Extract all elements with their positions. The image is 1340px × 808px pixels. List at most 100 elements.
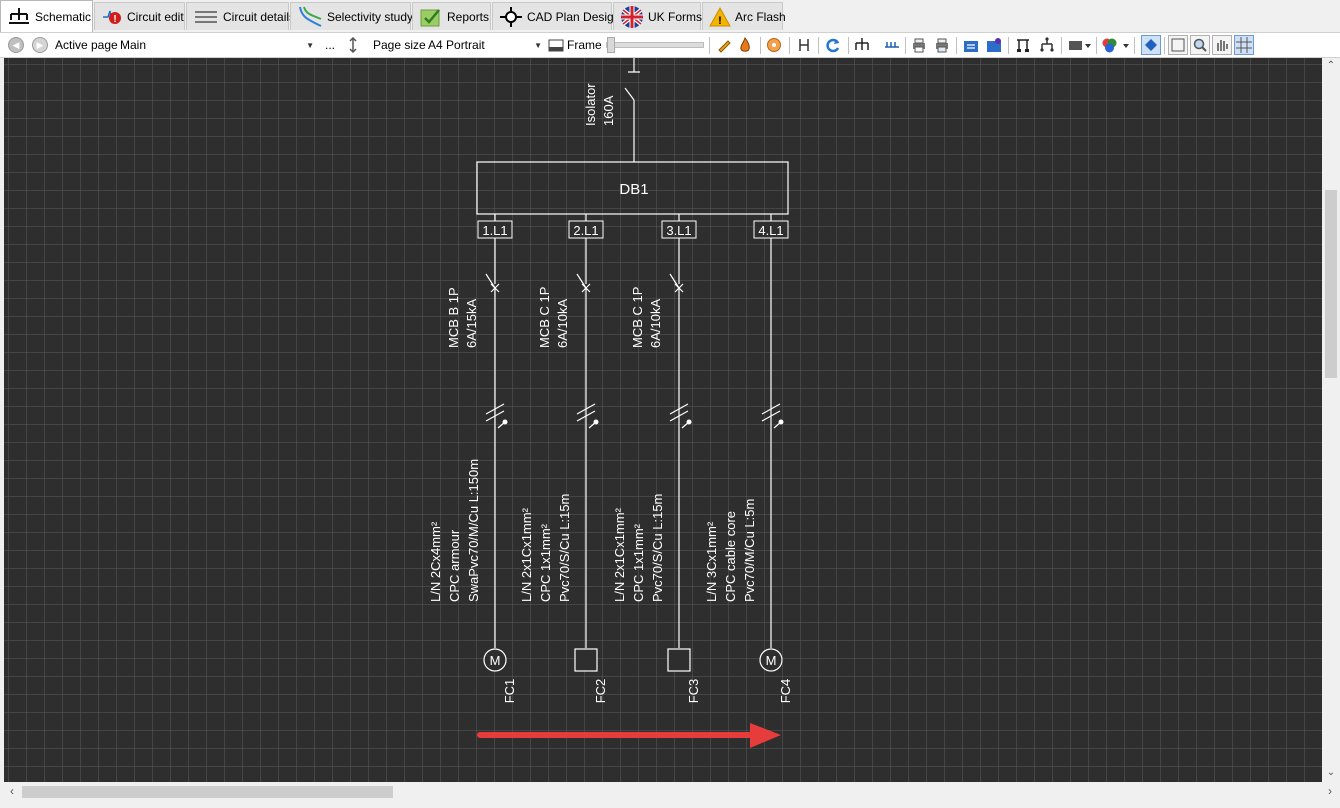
colors-icon[interactable]	[1101, 37, 1131, 53]
isolator-rating: 160A	[601, 95, 616, 126]
chevron-down-icon: ▼	[306, 40, 314, 50]
connect-icon[interactable]	[796, 37, 812, 53]
tab-label: CAD Plan Design	[527, 9, 621, 24]
toolbar-separator	[905, 37, 906, 54]
tab-label: Reports	[447, 9, 490, 24]
cad-plan-icon	[500, 6, 522, 27]
vertical-scrollbar[interactable]: ⌃ ⌄	[1322, 58, 1340, 782]
tab-bar: Schematic ! Circuit edit Circuit details…	[0, 0, 1340, 32]
toolbar-separator	[789, 37, 790, 54]
cable-line: L/N 2x1Cx1mm²	[519, 507, 534, 602]
board-name: DB1	[619, 181, 648, 198]
hierarchy-icon[interactable]	[1039, 37, 1055, 53]
tree-icon[interactable]	[854, 37, 870, 53]
tab-selectivity-study[interactable]: Selectivity study	[290, 2, 414, 30]
breaker-rating: 6A/10kA	[555, 299, 570, 348]
tab-cad-plan-design[interactable]: CAD Plan Design	[492, 2, 620, 30]
page-size-select[interactable]: A4 Portrait ▼	[424, 36, 546, 54]
cable-line: CPC 1x1mm²	[631, 523, 646, 602]
horizontal-scrollbar[interactable]: ‹ ›	[4, 782, 1340, 802]
tab-arc-flash[interactable]: ! Arc Flash	[702, 2, 786, 30]
zoom-icon[interactable]	[1190, 35, 1210, 55]
cable-line: CPC 1x1mm²	[538, 523, 553, 602]
frame-icon[interactable]	[548, 37, 564, 53]
toolbar-separator	[709, 37, 710, 54]
page-size-label: Page size	[373, 38, 426, 52]
grid-toggle-icon[interactable]	[1234, 35, 1254, 55]
chevron-right-icon[interactable]: ›	[1328, 784, 1332, 798]
active-page-select[interactable]: Main ▼	[116, 36, 318, 54]
toolbar-separator	[956, 37, 957, 54]
cable-line: CPC cable core	[723, 511, 738, 602]
cable-dot	[502, 419, 508, 425]
annotation-arrow	[477, 723, 781, 748]
motor-symbol	[483, 648, 507, 672]
palette-icon[interactable]	[766, 37, 782, 53]
chevron-up-icon[interactable]: ⌃	[1326, 60, 1336, 71]
fit-page-icon[interactable]	[1168, 35, 1188, 55]
tab-label: Selectivity study	[327, 9, 414, 24]
tab-uk-forms[interactable]: UK Forms	[613, 2, 702, 30]
scroll-thumb[interactable]	[22, 786, 393, 798]
toolbar-separator	[818, 37, 819, 54]
tab-circuit-details[interactable]: Circuit details	[186, 2, 295, 30]
label-dropdown-icon[interactable]	[1068, 37, 1092, 53]
move-page-icon[interactable]	[345, 37, 361, 53]
breaker-type: MCB C 1P	[537, 287, 552, 348]
cable-line: Pvc70/S/Cu L:15m	[650, 494, 665, 602]
breaker-contact	[669, 273, 680, 648]
cable-line: SwaPvc70/M/Cu L:150m	[466, 459, 481, 602]
slider-thumb[interactable]	[607, 37, 615, 53]
page-options-button[interactable]: ...	[325, 38, 336, 52]
scroll-thumb[interactable]	[1325, 190, 1337, 378]
isolator[interactable]	[624, 58, 640, 162]
fire-icon[interactable]	[737, 37, 753, 53]
toolbar: ◀ ▶ Active page Main ▼ ... Page size A4 …	[0, 32, 1340, 58]
layout-icon[interactable]	[1015, 37, 1031, 53]
tab-label: Circuit details	[223, 9, 296, 24]
print-preview-icon[interactable]	[934, 37, 950, 53]
toolbar-separator	[1164, 37, 1165, 54]
pan-hand-icon[interactable]	[1212, 35, 1232, 55]
export-dxf-icon[interactable]	[963, 37, 979, 53]
isolator-name: Isolator	[583, 83, 598, 126]
grid	[4, 58, 1322, 782]
tab-label: Arc Flash	[735, 9, 786, 24]
measure-icon[interactable]	[884, 37, 900, 53]
arrow-left-icon: ◀	[8, 37, 24, 53]
chevron-down-icon[interactable]: ⌄	[1326, 767, 1336, 778]
pencil-icon[interactable]	[716, 37, 732, 53]
tab-schematic[interactable]: Schematic	[0, 0, 93, 32]
load-id: FC3	[686, 679, 701, 704]
forward-button[interactable]: ▶	[32, 33, 48, 57]
cable-line: L/N 3Cx1mm²	[704, 521, 719, 602]
print-icon[interactable]	[911, 37, 927, 53]
toolbar-separator	[1061, 37, 1062, 54]
zoom-slider[interactable]	[606, 37, 704, 53]
import-dxf-icon[interactable]	[986, 37, 1002, 53]
tab-label: Circuit edit	[127, 9, 184, 24]
select-tool-icon[interactable]	[1141, 35, 1161, 55]
cable-line: CPC armour	[447, 529, 462, 602]
toolbar-separator	[1134, 37, 1135, 54]
circuit-details-icon	[195, 10, 217, 23]
distribution-board[interactable]	[476, 161, 789, 215]
refresh-icon[interactable]	[825, 37, 841, 53]
active-page-value: Main	[120, 38, 147, 52]
cable-line: Pvc70/S/Cu L:15m	[557, 494, 572, 602]
chevron-down-icon: ▼	[534, 40, 542, 50]
motor-symbol	[759, 648, 783, 672]
tab-circuit-edit[interactable]: ! Circuit edit	[94, 2, 185, 30]
tab-reports[interactable]: Reports	[412, 2, 491, 30]
chevron-left-icon[interactable]: ‹	[10, 784, 14, 798]
back-button[interactable]: ◀	[8, 33, 24, 57]
